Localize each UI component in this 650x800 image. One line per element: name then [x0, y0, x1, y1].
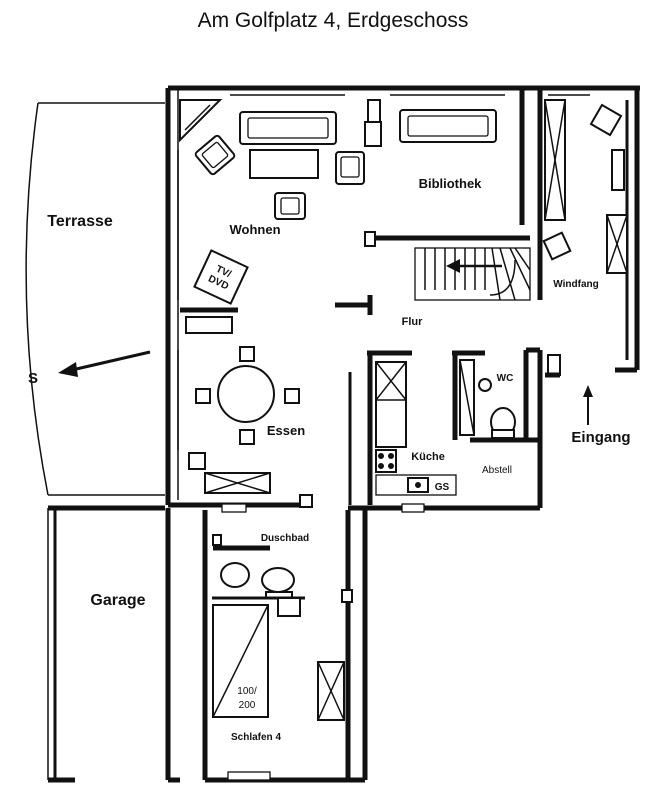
dining-table [195, 346, 300, 445]
kitchen-cabinet [375, 361, 407, 448]
wc-cabinet [459, 359, 475, 436]
gas-label: GS [435, 482, 450, 493]
duschbad-cabinet [277, 597, 301, 617]
terrace-area [25, 102, 165, 496]
sideboard-bottom [204, 472, 271, 494]
bed: 100/ 200 [212, 604, 269, 718]
chair-windfang-top [589, 103, 623, 137]
sofa-bibliothek [399, 109, 497, 143]
interior-walls [180, 88, 561, 505]
cabinet [364, 121, 382, 147]
plan-title: Am Golfplatz 4, Erdgeschoss [198, 9, 469, 32]
room-label-schlafen: Schlafen 4 [231, 732, 281, 743]
stove-icon [375, 449, 397, 473]
fireplace-icon [179, 99, 223, 143]
toilet-duschbad [261, 567, 295, 599]
cabinet-right [606, 214, 628, 274]
south-arrow-icon [58, 350, 151, 377]
room-label-terrasse: Terrasse [47, 213, 113, 230]
wardrobe-schlafen [317, 661, 345, 721]
room-label-duschbad: Duschbad [261, 533, 309, 544]
armchair-right [335, 151, 365, 185]
sink-icon [407, 477, 429, 493]
washbasin-duschbad [220, 562, 250, 588]
bed-size-bottom: 200 [239, 700, 256, 711]
armchair-left [194, 134, 236, 176]
room-label-flur: Flur [402, 316, 423, 328]
bed-size-top: 100/ [237, 686, 257, 697]
armchair-bottom [274, 192, 306, 220]
windows-top [177, 94, 590, 450]
room-label-essen: Essen [267, 423, 305, 438]
washbasin-wc [478, 378, 492, 392]
stair-arrow-icon [446, 259, 502, 273]
toilet-icon [490, 407, 516, 439]
room-label-wc: WC [497, 373, 514, 384]
wardrobe-windfang [544, 99, 566, 221]
room-label-wohnen: Wohnen [229, 222, 280, 237]
entrance-arrow-icon [583, 385, 593, 425]
sofa-wohnen [239, 111, 337, 145]
room-label-garage: Garage [90, 592, 145, 609]
coffee-table [249, 149, 319, 179]
room-label-eingang: Eingang [571, 429, 630, 446]
tv-dvd-unit: TV/ DVD [193, 249, 249, 305]
windows-bottom [221, 503, 425, 781]
stool-essen [188, 452, 206, 470]
sideboard-top [185, 316, 233, 334]
room-label-abstell: Abstell [482, 465, 512, 476]
staircase [414, 247, 531, 301]
room-label-kueche: Küche [411, 451, 445, 463]
room-label-windfang: Windfang [553, 279, 598, 290]
chair-windfang-mid [542, 231, 572, 261]
shelf-windfang [611, 149, 625, 191]
room-label-bibliothek: Bibliothek [419, 176, 483, 191]
compass-south-label: S [28, 370, 38, 387]
lower-wing-walls [47, 505, 368, 783]
